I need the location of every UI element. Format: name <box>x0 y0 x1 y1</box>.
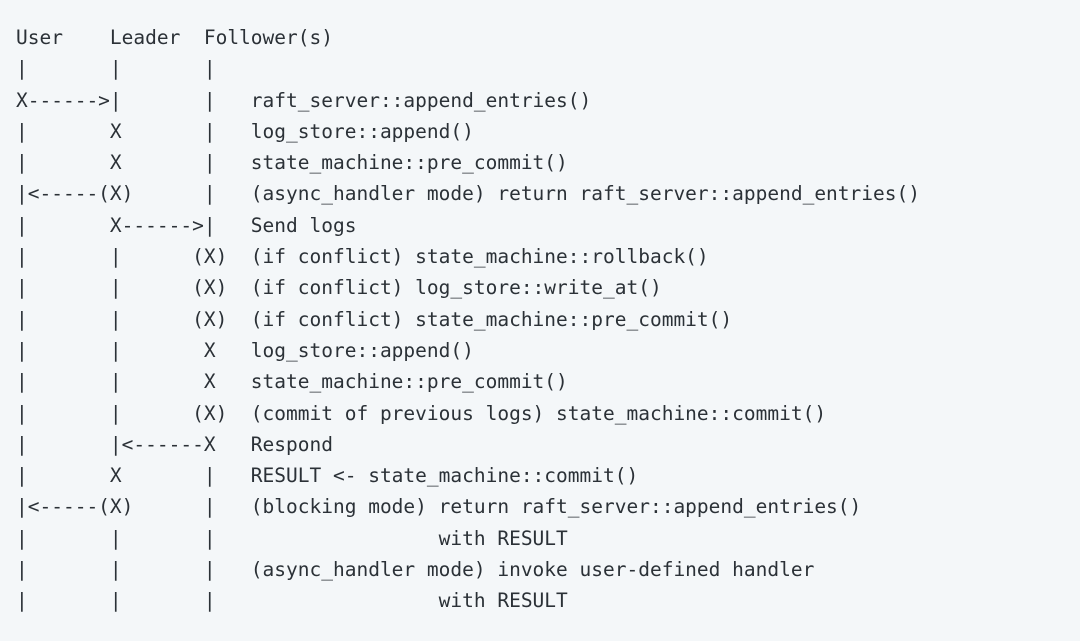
sequence-step-row: | | (X) (commit of previous logs) state_… <box>16 401 827 425</box>
sequence-step-row: | | (X) (if conflict) state_machine::rol… <box>16 245 709 269</box>
sequence-step-row: |<-----(X) | (blocking mode) return raft… <box>16 495 862 519</box>
sequence-step-row: | | (X) (if conflict) state_machine::pre… <box>16 307 733 331</box>
sequence-step-row: | | X log_store::append() <box>16 338 474 362</box>
sequence-step-row: | | X state_machine::pre_commit() <box>16 370 568 394</box>
sequence-step-row: | X | log_store::append() <box>16 119 474 143</box>
sequence-step-row: |<-----(X) | (async_handler mode) return… <box>16 182 920 206</box>
sequence-step-row: | | (X) (if conflict) log_store::write_a… <box>16 276 662 300</box>
sequence-step-row: | | | with RESULT <box>16 589 568 613</box>
sequence-step-row: | X | state_machine::pre_commit() <box>16 151 568 175</box>
sequence-step-row: | | | (async_handler mode) invoke user-d… <box>16 558 815 582</box>
sequence-step-row: | X | RESULT <- state_machine::commit() <box>16 464 639 488</box>
lifeline-row: | | | <box>16 57 216 81</box>
sequence-step-row: | X------>| Send logs <box>16 213 357 237</box>
sequence-step-row: | | | with RESULT <box>16 526 568 550</box>
sequence-step-row: | |<------X Respond <box>16 432 333 456</box>
sequence-step-row: X------>| | raft_server::append_entries(… <box>16 88 592 112</box>
diagram-column-headers: User Leader Follower(s) <box>16 26 333 49</box>
ascii-sequence-diagram: User Leader Follower(s) | | | X------>| | … <box>16 22 920 617</box>
